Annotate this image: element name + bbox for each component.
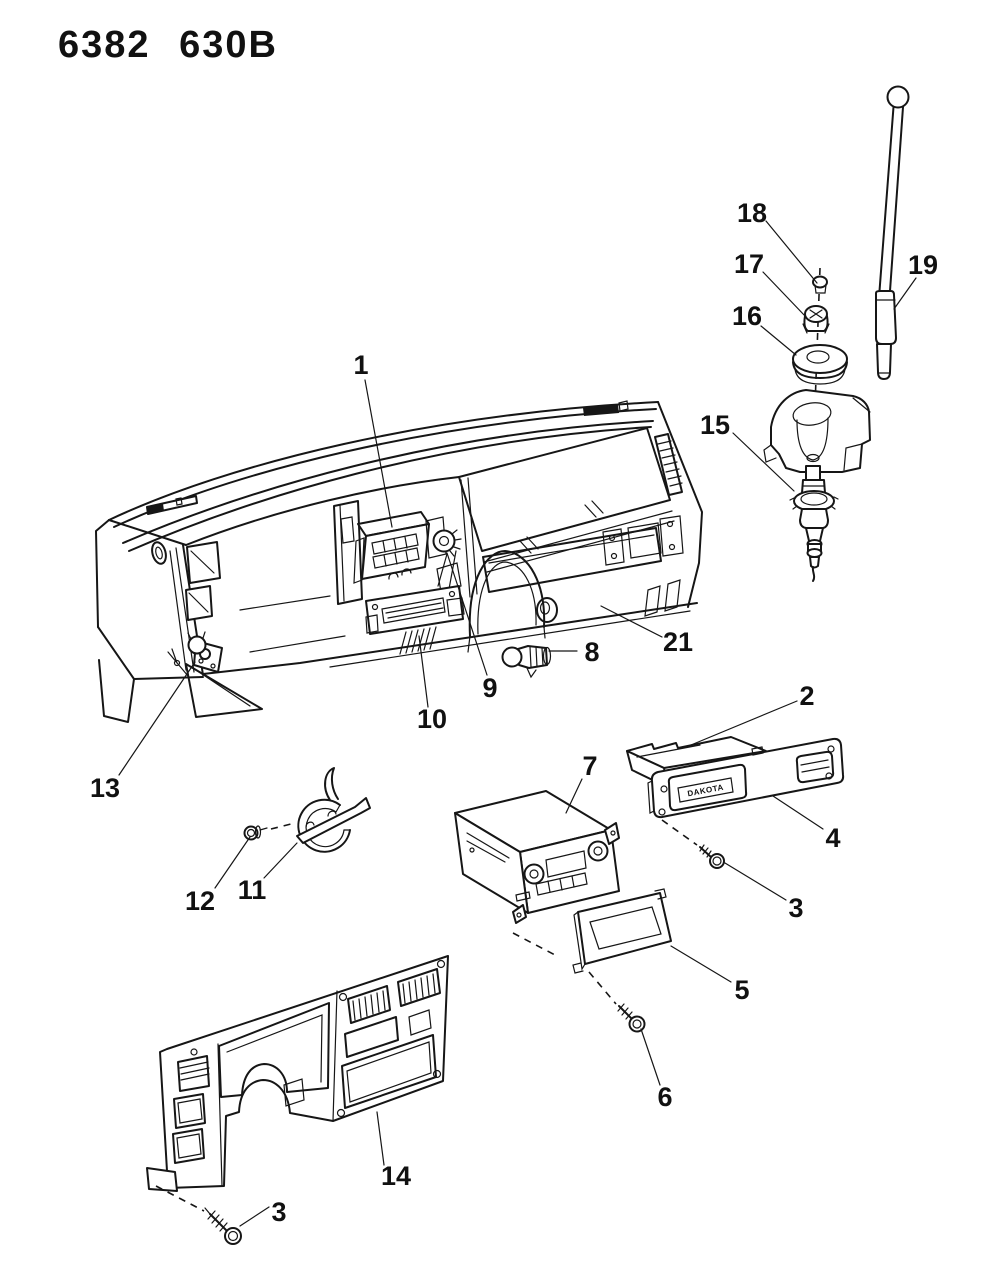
glovebox-bezel: DAKOTA [647,737,845,819]
callout-3a: 3 [788,893,803,923]
callout-6: 6 [657,1082,672,1112]
callout-16: 16 [732,301,762,331]
callout-19: 19 [908,250,938,280]
headlamp-switch-knob [187,629,223,673]
fender-bracket [763,389,871,473]
callout-21: 21 [663,627,693,657]
headlight-switch-hole [151,541,167,565]
leader-1 [364,379,393,528]
antenna-mast [875,85,910,380]
screw-3-cluster [155,1185,242,1245]
leader-15 [732,432,795,492]
callout-leaders [118,220,917,1227]
callout-8: 8 [584,637,599,667]
side-vent-openings [185,541,221,621]
leader-14 [376,1111,385,1166]
callout-12: 12 [185,886,215,916]
cigarette-lighter [501,645,552,679]
radio-align-dashes [512,932,556,956]
screw-3-glovebox [661,819,725,869]
defroster-slot-left [146,495,198,515]
page-code: 6382 630B [58,24,278,66]
bezel-foot [146,1167,178,1192]
right-end-vent [654,433,683,496]
callout-18: 18 [737,198,767,228]
left-wing-vents [172,1055,210,1164]
callout-9: 9 [482,673,497,703]
leader-3a [724,862,787,901]
leader-18 [765,220,818,284]
leader-3b [239,1206,270,1227]
callout-labels: 1 18 17 16 19 15 21 8 9 10 13 2 4 3 7 5 … [90,198,938,1227]
radio-bezel [572,888,672,974]
leader-12 [214,836,251,889]
steering-column-arch [467,550,546,653]
leader-13 [118,661,196,776]
leader-17 [762,271,807,318]
callout-15: 15 [700,410,730,440]
leader-2 [690,700,798,746]
callout-4: 4 [825,823,840,853]
leader-6 [640,1028,661,1086]
radio [454,790,620,924]
defroster-slot-right [583,400,629,416]
callout-2: 2 [799,681,814,711]
antenna-body [789,465,839,582]
leader-19 [893,277,917,310]
cluster-bezel [146,955,449,1192]
kick-panel-flap [185,663,263,718]
antenna-assembly [763,85,910,582]
screw-12 [243,823,292,841]
screw-6 [588,971,646,1033]
cable-bracket [296,767,371,853]
leader-7 [565,778,583,814]
ash-tray [365,568,465,655]
leader-16 [760,325,797,356]
leader-4 [772,795,824,830]
radio-in-dash [353,511,430,584]
callout-14: 14 [381,1161,411,1191]
dashboard-assembly [95,400,703,723]
antenna-cap-nut-screw [792,275,848,385]
leader-11 [263,842,298,879]
leader-21 [600,605,663,638]
cluster-opening [218,1002,330,1098]
leader-9 [446,552,488,676]
callout-3b: 3 [271,1197,286,1227]
callout-7: 7 [582,751,597,781]
leader-10 [418,635,429,708]
center-stack [239,477,478,653]
callout-10: 10 [417,704,447,734]
callout-1: 1 [353,350,368,380]
callout-13: 13 [90,773,120,803]
lighter-hole [536,597,558,623]
callout-11: 11 [238,875,267,905]
glovebox-opening [482,515,684,593]
leader-5 [670,945,732,983]
callout-17: 17 [734,249,764,279]
callout-5: 5 [734,975,749,1005]
